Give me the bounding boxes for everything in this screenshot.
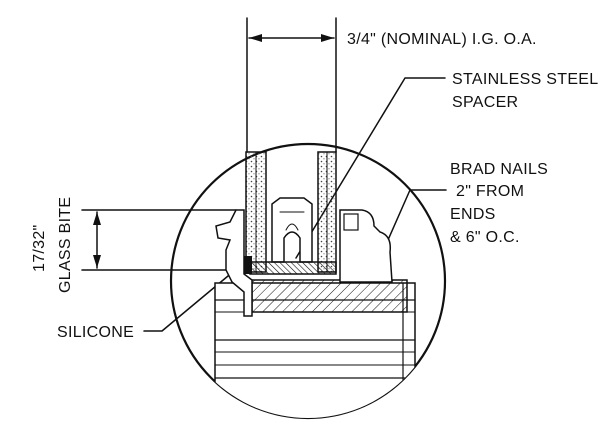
arrowhead-right	[321, 34, 334, 42]
interior-stop	[215, 209, 253, 317]
silicone-callout: SILICONE	[57, 265, 241, 341]
insulated-glass-unit	[244, 151, 337, 275]
brad-label-line1: BRAD NAILS	[450, 161, 548, 178]
sash-profile-hatch	[251, 279, 408, 313]
spacer-label-line1: STAINLESS STEEL	[452, 71, 598, 88]
glazing-bead	[339, 209, 393, 283]
arrowhead-down	[93, 255, 101, 268]
arrowhead-left	[249, 34, 262, 42]
brad-label-line2: 2" FROM	[456, 183, 524, 200]
silicone-label: SILICONE	[57, 324, 134, 341]
stainless-spacer	[271, 197, 313, 263]
glass-bite-dimension: 17/32" GLASS BITE	[31, 197, 237, 293]
silicone-leader-line	[143, 265, 241, 332]
brad-nails-callout: BRAD NAILS 2" FROM ENDS & 6" O.C.	[365, 161, 548, 291]
glass-bite-label: GLASS BITE	[57, 197, 74, 293]
brad-label-line4: & 6" O.C.	[450, 229, 520, 246]
spacer-label-line2: SPACER	[452, 94, 518, 111]
secondary-sealant	[249, 261, 337, 275]
spacer-callout: STAINLESS STEEL SPACER	[295, 71, 598, 259]
glass-bite-value: 17/32"	[31, 224, 48, 272]
ig-width-label: 3/4" (NOMINAL) I.G. O.A.	[347, 31, 537, 48]
brad-label-line3: ENDS	[450, 206, 496, 223]
silicone-bead	[244, 256, 252, 274]
ig-width-dimension: 3/4" (NOMINAL) I.G. O.A.	[246, 17, 537, 153]
arrowhead-up	[93, 212, 101, 225]
section-contents	[214, 209, 416, 418]
